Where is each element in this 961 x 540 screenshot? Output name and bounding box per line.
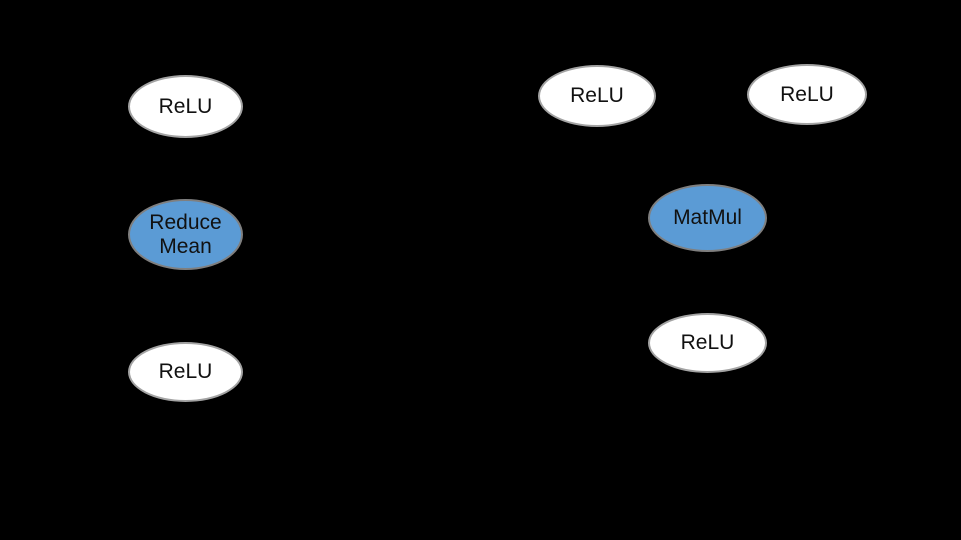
node-label: ReLU — [158, 94, 213, 118]
node-matmul: MatMul — [648, 184, 767, 252]
node-label: ReLU — [680, 331, 735, 355]
node-relu-right-bottom: ReLU — [648, 313, 767, 373]
node-relu-left-bottom: ReLU — [128, 342, 243, 402]
node-relu-left-top: ReLU — [128, 75, 243, 138]
node-reduce-mean: Reduce Mean — [128, 199, 243, 270]
node-label-line-2: Mean — [159, 234, 212, 258]
node-label: MatMul — [673, 206, 742, 230]
node-label: ReLU — [780, 82, 834, 106]
node-label: Reduce Mean — [149, 211, 221, 258]
node-label-line-1: Reduce — [149, 210, 222, 234]
node-relu-right-b: ReLU — [747, 64, 867, 125]
node-relu-right-a: ReLU — [538, 65, 656, 127]
node-label: ReLU — [158, 360, 213, 384]
node-label: ReLU — [570, 84, 624, 108]
